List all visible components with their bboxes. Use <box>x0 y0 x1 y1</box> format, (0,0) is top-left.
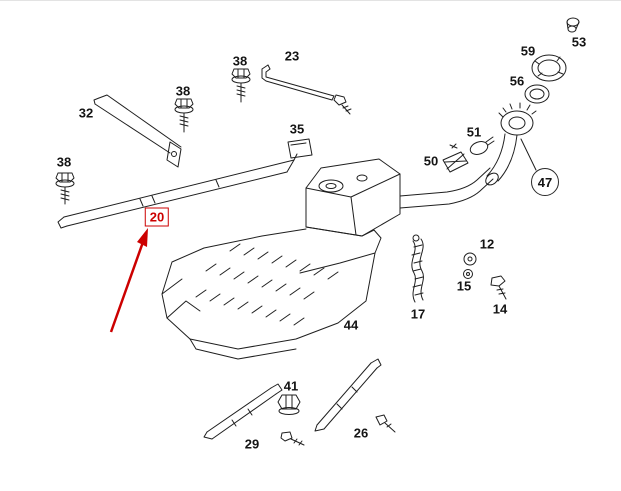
part-label-53: 53 <box>571 34 587 50</box>
plate-35-drawing <box>287 138 313 159</box>
part-label-29: 29 <box>244 436 260 452</box>
washer-15-drawing <box>463 269 473 279</box>
bolt-38-left-drawing <box>55 172 75 205</box>
ring-56-drawing <box>524 84 550 104</box>
part-label-23: 23 <box>284 48 300 64</box>
bolt-14-drawing <box>490 275 507 300</box>
part-label-47-circled: 47 <box>531 168 559 196</box>
fuel-tank-drawing <box>161 158 494 360</box>
callout-47-leader-line <box>520 138 537 171</box>
cap-53-drawing <box>566 17 580 33</box>
part-label-38-right: 38 <box>232 53 248 69</box>
part-label-38-middle: 38 <box>175 83 191 99</box>
part-label-17: 17 <box>410 306 426 322</box>
nut-41-drawing <box>277 394 301 415</box>
seal-ring-59-drawing <box>531 54 567 82</box>
strap-26-drawing <box>314 358 396 433</box>
bolt-38-right-drawing <box>231 68 251 103</box>
part-label-51: 51 <box>466 124 482 140</box>
strap-29-drawing <box>203 383 305 446</box>
part-label-59: 59 <box>520 43 536 59</box>
part-label-32: 32 <box>78 105 94 121</box>
part-label-44: 44 <box>343 317 359 333</box>
line-art-group <box>55 17 580 446</box>
part-label-50: 50 <box>423 153 439 169</box>
part-label-26: 26 <box>353 425 369 441</box>
part-label-20-highlighted: 20 <box>144 207 170 227</box>
bolt-38-middle-drawing <box>174 98 194 133</box>
part-label-35: 35 <box>289 121 305 137</box>
part-label-14: 14 <box>492 301 508 317</box>
filler-neck-drawing <box>485 102 537 186</box>
clamp-17-drawing <box>411 234 424 303</box>
strap-rail-32-drawing <box>93 94 182 168</box>
washer-12-drawing <box>463 252 477 266</box>
bracket-50-drawing <box>442 143 469 173</box>
part-label-12: 12 <box>479 236 495 252</box>
red-arrow <box>109 228 148 333</box>
part-label-38-left: 38 <box>56 154 72 170</box>
part-label-15: 15 <box>456 278 472 294</box>
bracket-23-drawing <box>261 64 352 115</box>
strap-rail-20-drawing <box>57 153 298 229</box>
part-label-41: 41 <box>283 378 299 394</box>
clamp-51-drawing <box>469 136 495 155</box>
part-label-56: 56 <box>509 73 525 89</box>
